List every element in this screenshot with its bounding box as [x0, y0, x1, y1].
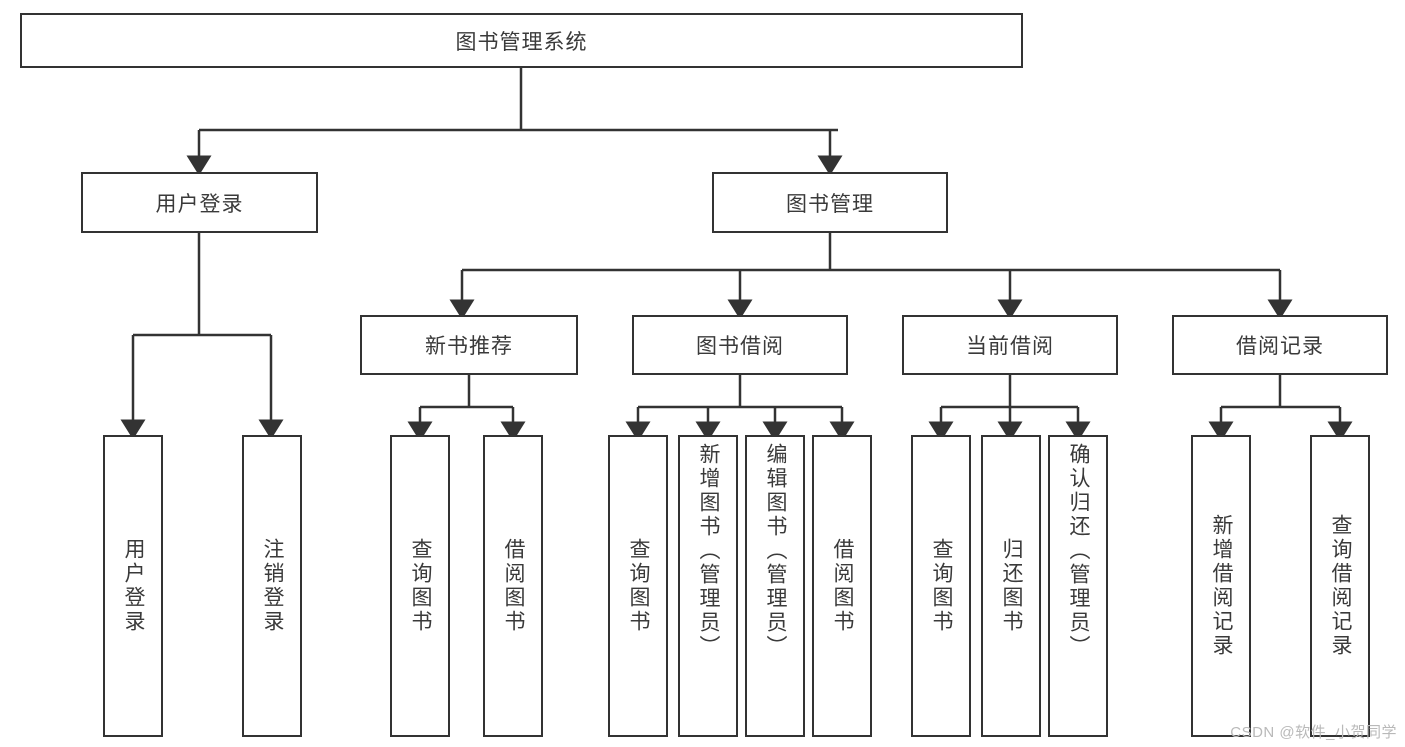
leaf-new-book-query[interactable]: 查询图书 [390, 435, 450, 737]
leaf-borrow-record-add[interactable]: 新增借阅记录 [1191, 435, 1251, 737]
node-user-login[interactable]: 用户登录 [81, 172, 318, 233]
node-root-book-management-system[interactable]: 图书管理系统 [20, 13, 1023, 68]
node-book-management[interactable]: 图书管理 [712, 172, 948, 233]
leaf-current-borrow-confirm-admin[interactable]: 确认归还（管理员） [1048, 435, 1108, 737]
csdn-watermark: CSDN @软件_小贺同学 [1230, 724, 1397, 741]
leaf-current-borrow-return[interactable]: 归还图书 [981, 435, 1041, 737]
leaf-book-borrow-add-admin[interactable]: 新增图书（管理员） [678, 435, 738, 737]
leaf-book-borrow-edit-admin[interactable]: 编辑图书（管理员） [745, 435, 805, 737]
node-current-borrow[interactable]: 当前借阅 [902, 315, 1118, 375]
leaf-borrow-record-query[interactable]: 查询借阅记录 [1310, 435, 1370, 737]
node-borrow-record[interactable]: 借阅记录 [1172, 315, 1388, 375]
leaf-user-login-logout[interactable]: 注销登录 [242, 435, 302, 737]
leaf-book-borrow-query[interactable]: 查询图书 [608, 435, 668, 737]
leaf-new-book-borrow[interactable]: 借阅图书 [483, 435, 543, 737]
node-new-book-recommend[interactable]: 新书推荐 [360, 315, 578, 375]
node-book-borrow[interactable]: 图书借阅 [632, 315, 848, 375]
leaf-user-login-login[interactable]: 用户登录 [103, 435, 163, 737]
leaf-current-borrow-query[interactable]: 查询图书 [911, 435, 971, 737]
leaf-book-borrow-borrow[interactable]: 借阅图书 [812, 435, 872, 737]
